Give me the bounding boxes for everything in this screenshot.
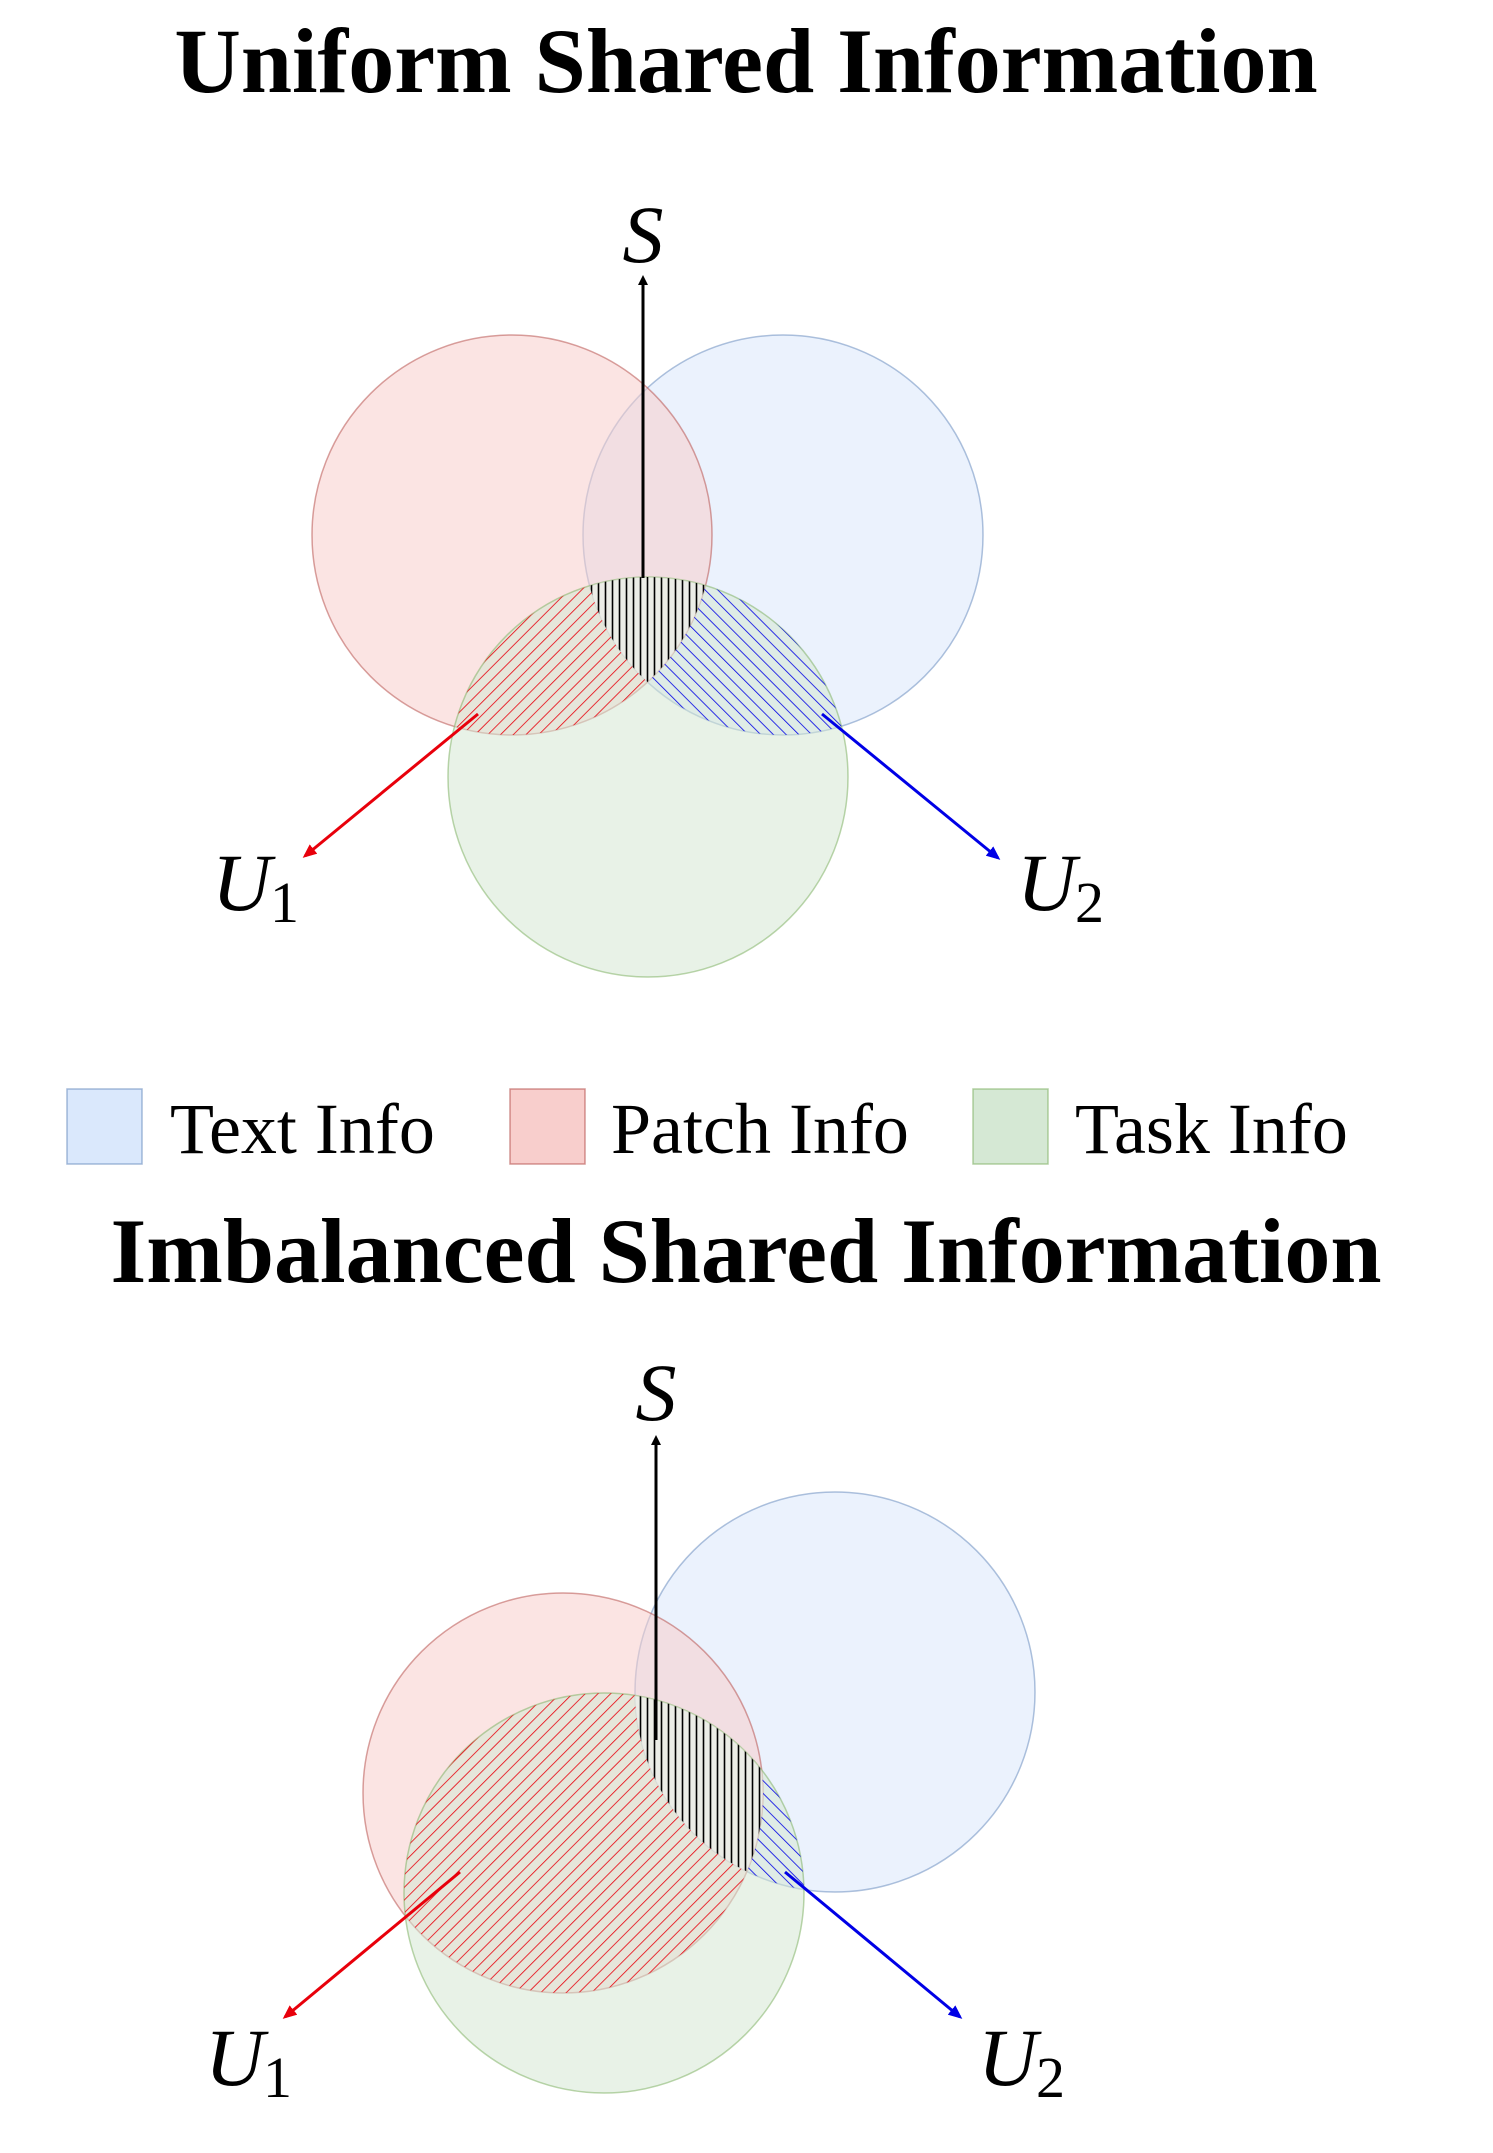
unique-2-label: U 2 bbox=[1017, 837, 1104, 935]
unique-2-arrow bbox=[784, 1870, 963, 2019]
unique-2-region bbox=[635, 1693, 804, 1892]
legend: Text Info Patch Info Task Info bbox=[66, 1088, 1348, 1169]
unique-1-label: U 1 bbox=[205, 2012, 292, 2110]
top-panel: Uniform Shared Information S U bbox=[174, 10, 1318, 978]
legend-swatch-patch-info bbox=[509, 1088, 586, 1165]
legend-item-patch-info: Patch Info bbox=[509, 1088, 909, 1169]
svg-text:1: 1 bbox=[263, 2045, 292, 2110]
unique-1-arrow bbox=[282, 1870, 461, 2019]
legend-swatch-text-info bbox=[66, 1088, 143, 1165]
legend-item-task-info: Task Info bbox=[972, 1088, 1348, 1169]
unique-2-label: U 2 bbox=[978, 2012, 1065, 2110]
unique-2-arrow bbox=[821, 712, 1001, 860]
svg-text:U: U bbox=[1017, 837, 1081, 928]
legend-item-text-info: Text Info bbox=[66, 1088, 435, 1169]
svg-text:U: U bbox=[212, 837, 276, 928]
svg-text:U: U bbox=[205, 2012, 269, 2103]
bottom-panel-title: Imbalanced Shared Information bbox=[110, 1200, 1381, 1302]
svg-text:1: 1 bbox=[270, 870, 299, 935]
legend-label-patch-info: Patch Info bbox=[611, 1089, 909, 1169]
unique-1-region bbox=[448, 577, 712, 735]
unique-1-arrow bbox=[302, 712, 479, 858]
svg-text:2: 2 bbox=[1036, 2045, 1065, 2110]
svg-text:U: U bbox=[978, 2012, 1042, 2103]
svg-text:2: 2 bbox=[1075, 870, 1104, 935]
shared-label: S bbox=[623, 189, 664, 280]
legend-label-text-info: Text Info bbox=[170, 1089, 435, 1169]
top-panel-title: Uniform Shared Information bbox=[174, 10, 1317, 112]
shared-label: S bbox=[636, 1347, 677, 1438]
bottom-panel: Imbalanced Shared Information S U 1 bbox=[110, 1200, 1381, 2110]
legend-label-task-info: Task Info bbox=[1075, 1089, 1348, 1169]
unique-2-region bbox=[583, 577, 848, 735]
unique-1-label: U 1 bbox=[212, 837, 299, 935]
legend-swatch-task-info bbox=[972, 1088, 1049, 1165]
